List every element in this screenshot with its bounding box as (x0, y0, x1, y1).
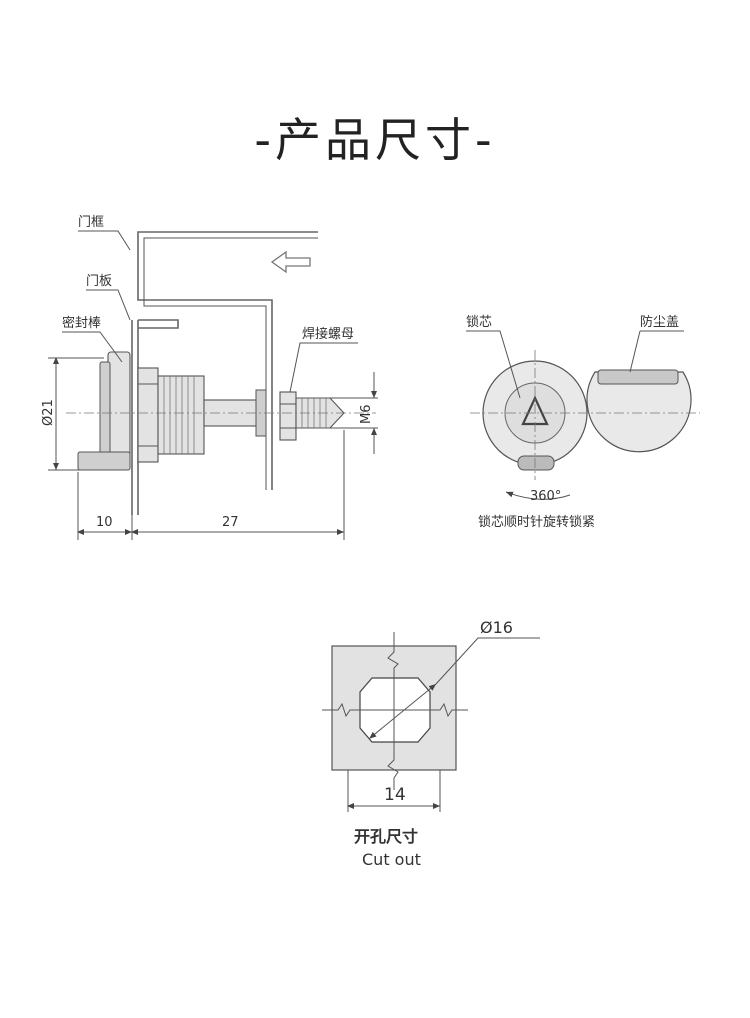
dim-thread-m6: M6 (330, 372, 378, 454)
svg-text:M6: M6 (359, 405, 374, 425)
weld-nut (279, 391, 297, 441)
label-lock-core: 锁芯 (466, 314, 492, 330)
front-view: 锁芯 防尘盖 360° 锁芯顺时针旋转锁紧 (466, 314, 700, 530)
seal-strip (138, 319, 179, 329)
label-rotation-caption: 锁芯顺时针旋转锁紧 (478, 514, 595, 530)
page-title: -产品尺寸- (254, 113, 496, 167)
label-dust-cover: 防尘盖 (640, 314, 679, 330)
label-door-panel: 门板 (86, 274, 112, 289)
insertion-arrow (270, 250, 311, 274)
dim-lengths: 10 27 (77, 430, 345, 540)
label-door-frame: 门框 (78, 215, 104, 230)
dim-cutout-width: 14 (384, 785, 406, 805)
threaded-body (157, 375, 205, 455)
label-cutout-cn: 开孔尺寸 (354, 827, 418, 846)
cutout-view: Ø16 14 开孔尺寸 Cut out (322, 618, 540, 869)
label-cutout-en: Cut out (362, 850, 421, 869)
rotation-arrow (505, 491, 571, 500)
dim-diameter-21: Ø21 (41, 357, 104, 471)
door-panel (131, 320, 139, 515)
dust-cover (586, 371, 692, 453)
label-seal: 密封棒 (62, 315, 101, 331)
side-view: 门框 门板 密封棒 焊接螺母 Ø21 M6 10 (41, 215, 378, 540)
svg-text:27: 27 (222, 515, 239, 530)
label-rotation: 360° (530, 489, 561, 504)
svg-text:10: 10 (96, 515, 113, 530)
label-weld-nut: 焊接螺母 (302, 326, 354, 342)
lock-body-nut (137, 367, 159, 463)
dim-cutout-diameter: Ø16 (480, 618, 513, 637)
svg-text:Ø21: Ø21 (41, 399, 56, 426)
door-frame-sheet (137, 231, 318, 490)
